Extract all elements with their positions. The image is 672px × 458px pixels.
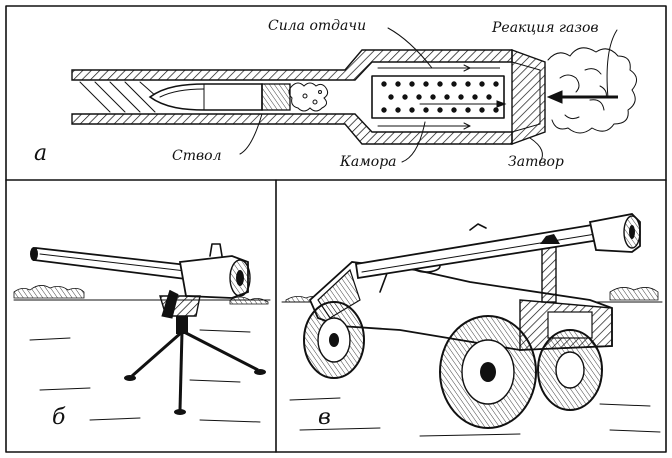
panel-b-letter: б (52, 405, 66, 430)
panel-v-letter: в (318, 405, 331, 430)
label-recoil-force: Сила отдачи (268, 18, 366, 34)
rifle-barrel (32, 247, 198, 282)
chamber-liner (371, 75, 505, 119)
panel-a-cross-section: Сила отдачи Реакция газов Ствол Камора З… (34, 18, 637, 170)
sight (209, 243, 223, 257)
far-wheel (537, 329, 603, 411)
gas-puff (288, 82, 329, 112)
chamber-holes (381, 81, 499, 113)
leader-lines (239, 27, 618, 163)
cartridge-case (261, 83, 291, 111)
label-breech: Затвор (508, 154, 564, 170)
gas-flow-arrows (377, 64, 507, 130)
tripod-legs (124, 330, 266, 415)
breech-nozzle (511, 49, 546, 145)
rear-wheel (439, 315, 537, 429)
label-chamber: Камора (339, 154, 397, 170)
treeline-left (13, 285, 85, 299)
panel-b-tripod-gun: б (13, 243, 271, 430)
label-gas-reaction: Реакция газов (491, 20, 599, 36)
ground-strokes (29, 329, 261, 423)
jeep-gun-barrel (354, 220, 614, 280)
outer-frame (5, 5, 667, 453)
exhaust-cloud (547, 47, 637, 134)
panel-a-letter: а (34, 141, 47, 166)
panel-v-jeep-gun: в (281, 213, 663, 437)
label-barrel: Ствол (172, 148, 221, 164)
muzzle (30, 247, 38, 261)
front-wheel (303, 301, 365, 379)
projectile (148, 83, 263, 111)
tripod-mount (159, 295, 201, 317)
